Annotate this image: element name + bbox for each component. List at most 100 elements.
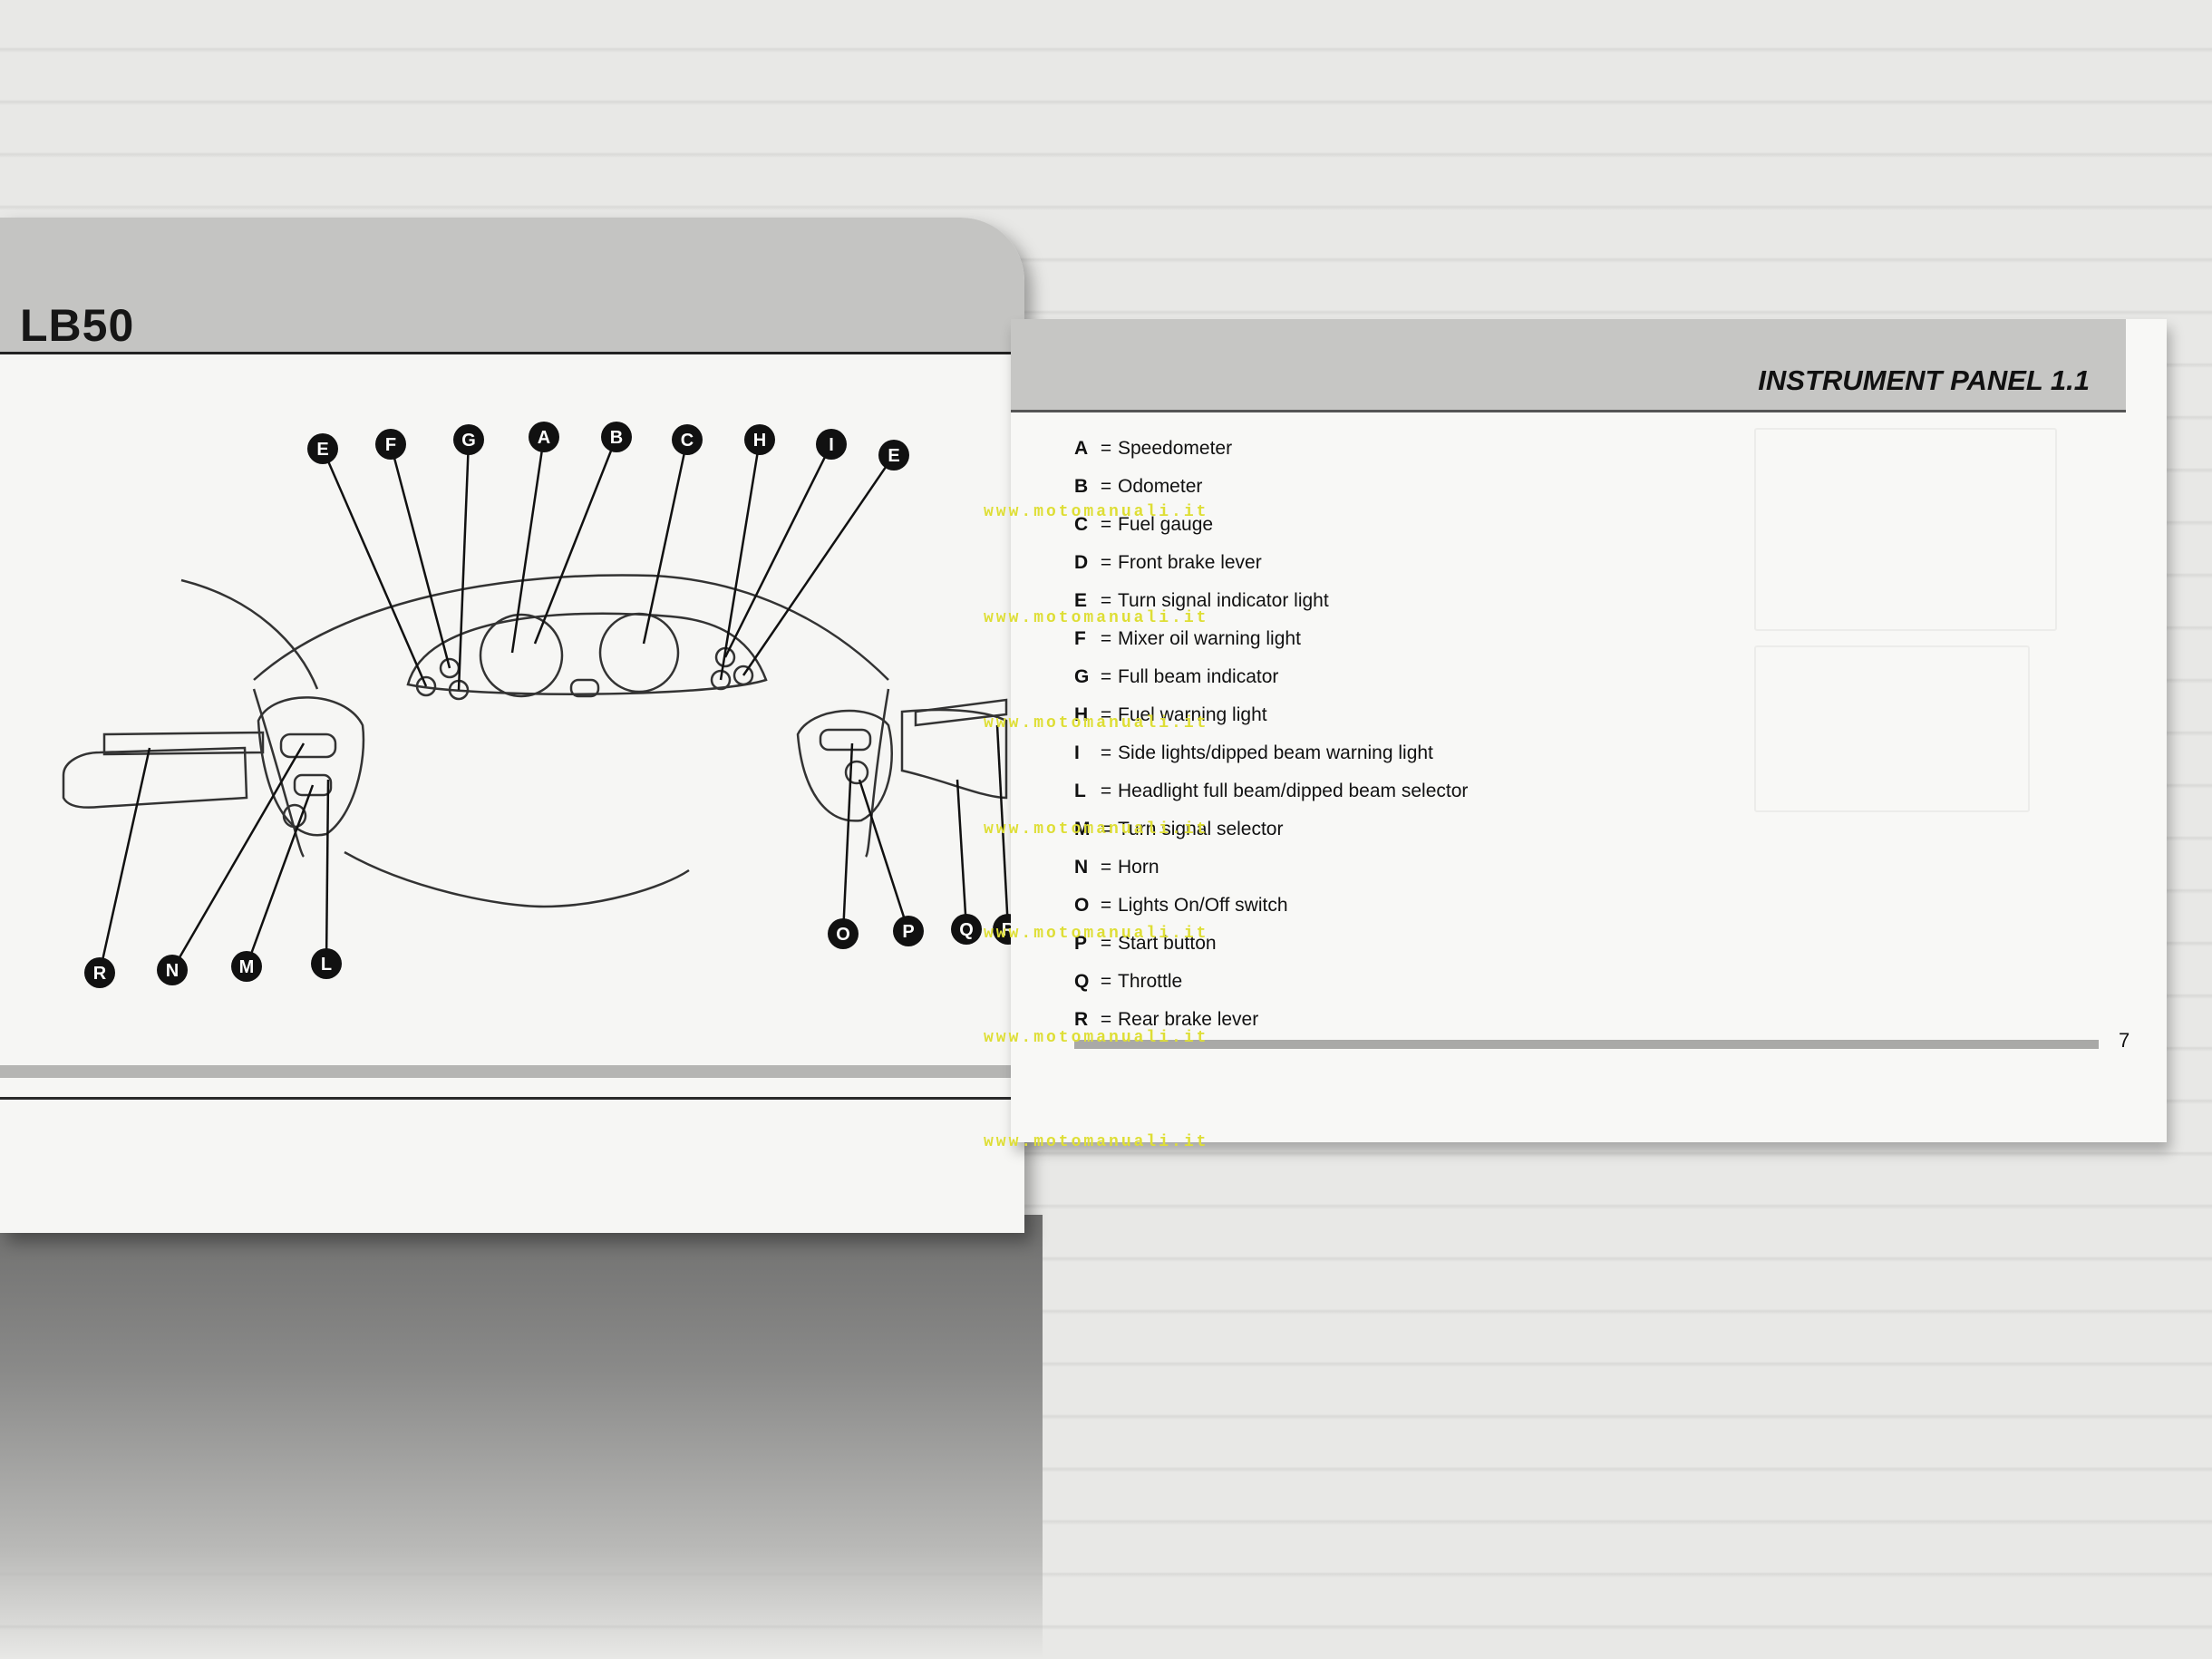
legend-key: O: [1074, 895, 1090, 916]
legend-text: Full beam indicator: [1118, 666, 1279, 687]
legend-equals: =: [1100, 895, 1112, 916]
legend-item: B=Odometer: [1074, 468, 1468, 506]
callout-o: O: [828, 918, 859, 949]
fuel-gauge-dial: [598, 612, 680, 694]
legend-key: P: [1074, 933, 1088, 954]
legend-item: G = Full beam indicator: [1074, 658, 1468, 696]
legend-equals: =: [1100, 628, 1112, 649]
legend-item: C=Fuel gauge: [1074, 506, 1468, 544]
callout-label: I: [829, 435, 834, 455]
left-page: LB50: [0, 218, 1024, 1233]
watermark: www.motomanuali.it: [984, 609, 1209, 627]
lights-switch: [844, 760, 869, 785]
right-header-band: [1011, 319, 2126, 410]
callout-label: B: [610, 428, 623, 448]
callout-label: P: [902, 922, 914, 942]
legend-key: L: [1074, 781, 1086, 801]
left-grip: [62, 746, 248, 809]
rear-brake-lever: [914, 698, 1008, 727]
callout-label: Q: [959, 920, 974, 940]
headlight-selector: [282, 803, 307, 829]
callout-f: F: [375, 429, 406, 460]
speedometer-dial: [479, 613, 564, 698]
legend-text: Side lights/dipped beam warning light: [1118, 742, 1433, 763]
legend-equals: =: [1100, 704, 1112, 725]
legend-key: G: [1074, 666, 1090, 687]
legend-key: M: [1074, 819, 1091, 839]
legend-key: A: [1074, 438, 1089, 459]
legend-text: Lights On/Off switch: [1118, 895, 1288, 916]
callout-label: G: [461, 431, 476, 451]
legend-item: O = Lights On/Off switch: [1074, 887, 1468, 925]
horn-switch: [279, 732, 337, 759]
right-page: INSTRUMENT PANEL 1.1 A=Speedometer B=Odo…: [1011, 319, 2167, 1142]
legend-text: Fuel gauge: [1118, 514, 1214, 535]
left-header-band: [0, 218, 1024, 354]
callout-label: N: [166, 961, 179, 981]
legend-key: E: [1074, 590, 1088, 611]
legend-key: B: [1074, 476, 1089, 497]
legend-equals: =: [1100, 819, 1112, 839]
legend-text: Fuel warning light: [1118, 704, 1267, 725]
callout-n: N: [157, 955, 188, 985]
legend-item: I = Side lights/dipped beam warning light: [1074, 734, 1468, 772]
legend-item: M=Turn signal selector: [1074, 810, 1468, 849]
legend-equals: =: [1100, 590, 1112, 611]
photo-shadow: [0, 1215, 1043, 1659]
callout-label: E: [316, 440, 328, 460]
left-footer-band: [0, 1065, 1024, 1078]
legend-item: L=Headlight full beam/dipped beam select…: [1074, 772, 1468, 810]
legend-equals: =: [1100, 666, 1112, 687]
callout-c: C: [672, 424, 703, 455]
callout-e-top-left: E: [307, 433, 338, 464]
odometer-window: [569, 678, 600, 698]
legend-key: I: [1074, 742, 1080, 763]
legend-item: H=Fuel warning light: [1074, 696, 1468, 734]
callout-label: C: [681, 431, 694, 451]
legend-text: Throttle: [1118, 971, 1183, 992]
legend-equals: =: [1100, 857, 1112, 878]
lower-cowl: [344, 850, 690, 908]
legend-item: N=Horn: [1074, 849, 1468, 887]
windshield-edge: [180, 578, 319, 690]
callout-a: A: [529, 422, 559, 452]
handlebar-diagram: E F G A B C H I E R N M L O P Q R: [62, 422, 1024, 988]
legend-list: A=Speedometer B=Odometer C=Fuel gauge D=…: [1074, 430, 1468, 1039]
callout-label: E: [888, 446, 899, 466]
callout-label: A: [538, 428, 550, 448]
callout-l: L: [311, 948, 342, 979]
legend-equals: =: [1100, 552, 1112, 573]
callout-p: P: [893, 916, 924, 946]
callout-label: M: [239, 957, 255, 977]
front-brake-lever: [102, 731, 265, 756]
legend-item: A=Speedometer: [1074, 430, 1468, 468]
legend-item: Q=Throttle: [1074, 963, 1468, 1001]
callout-label: L: [321, 955, 332, 975]
callout-e-top-right: E: [878, 440, 909, 471]
legend-text: Front brake lever: [1118, 552, 1262, 573]
indicator-light-e: [415, 675, 437, 697]
turn-signal-switch: [293, 773, 333, 797]
legend-text: Speedometer: [1118, 438, 1233, 459]
legend-equals: =: [1100, 742, 1112, 763]
callout-g: G: [453, 424, 484, 455]
cluster-body: [406, 612, 768, 695]
legend-key: F: [1074, 628, 1086, 649]
callout-label: R: [93, 964, 107, 984]
legend-text: Odometer: [1118, 476, 1203, 497]
legend-key: D: [1074, 552, 1089, 573]
watermark: www.motomanuali.it: [984, 925, 1209, 943]
start-button: [819, 728, 872, 752]
legend-text: Rear brake lever: [1118, 1009, 1259, 1030]
left-footer-rule: [0, 1097, 1024, 1100]
legend-item: E=Turn signal indicator light: [1074, 582, 1468, 620]
watermark: www.motomanuali.it: [984, 1029, 1209, 1047]
fairing-top: [253, 574, 889, 681]
watermark: www.motomanuali.it: [984, 714, 1209, 732]
legend-text: Headlight full beam/dipped beam selector: [1118, 781, 1469, 801]
legend-equals: =: [1100, 514, 1112, 535]
watermark: www.motomanuali.it: [984, 1133, 1209, 1151]
legend-key: Q: [1074, 971, 1090, 992]
show-through-box: [1754, 428, 2057, 631]
indicator-light-h: [710, 669, 732, 691]
